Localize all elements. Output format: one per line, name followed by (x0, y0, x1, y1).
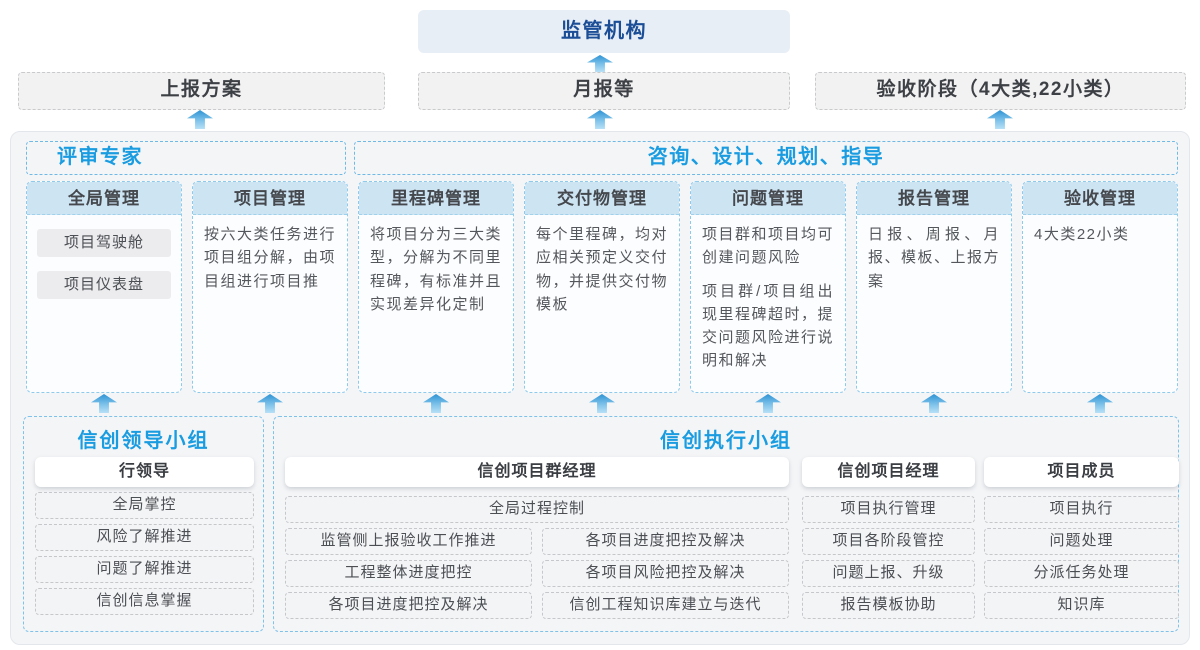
up-arrow-icon (921, 394, 947, 413)
column-issue-management: 问题管理 项目群和项目均可创建问题风险 项目群/项目组出现里程碑超时，提交问题风… (690, 181, 846, 393)
task-item: 风险了解推进 (35, 524, 254, 551)
column-header: 验收管理 (1023, 182, 1177, 215)
task-item: 项目执行 (984, 496, 1179, 523)
consulting-label: 咨询、设计、规划、指导 (354, 141, 1178, 175)
task-item: 知识库 (984, 592, 1179, 619)
task-item: 问题处理 (984, 528, 1179, 555)
column-paragraph: 项目群/项目组出现里程碑超时，提交问题风险进行说明和解决 (702, 282, 835, 370)
up-arrow-icon (587, 55, 613, 72)
task-item: 监管侧上报验收工作推进 (285, 528, 532, 555)
up-arrow-icon (187, 110, 213, 129)
column-paragraph: 项目群和项目均可创建问题风险 (702, 226, 835, 267)
role-box: 项目成员 (984, 457, 1179, 487)
role-box: 行领导 (35, 457, 254, 487)
column-report-management: 报告管理 日报、周报、月报、模板、上报方案 (856, 181, 1012, 393)
role-box: 信创项目群经理 (285, 457, 789, 487)
task-item: 信创工程知识库建立与迭代 (542, 592, 789, 619)
report-plan-box: 上报方案 (18, 72, 385, 110)
platform-panel: 评审专家 咨询、设计、规划、指导 全局管理 项目驾驶舱 项目仪表盘 项目管理 按… (10, 131, 1190, 645)
up-arrow-icon (257, 394, 283, 413)
up-arrow-icon (589, 394, 615, 413)
program-manager-task-columns: 监管侧上报验收工作推进 工程整体进度把控 各项目进度把控及解决 各项目进度把控及… (285, 528, 789, 619)
column-body: 按六大类任务进行项目组分解，由项目组进行项目推 (204, 226, 337, 290)
project-manager-group: 信创项目经理 项目执行管理 项目各阶段管控 问题上报、升级 报告模板协助 (802, 457, 975, 619)
group-title: 信创执行小组 (660, 430, 792, 452)
up-arrow-icon (587, 110, 613, 129)
column-deliverable-management: 交付物管理 每个里程碑，均对应相关预定义交付物，并提供交付物模板 (524, 181, 680, 393)
up-arrow-icon (1087, 394, 1113, 413)
teams-row: 信创领导小组 行领导 全局掌控 风险了解推进 问题了解推进 信创信息掌握 信创执… (11, 416, 1191, 632)
column-header: 交付物管理 (525, 182, 679, 215)
exec-group-box: 信创执行小组 信创项目群经理 全局过程控制 监管侧上报验收工作推进 工程整体进度… (273, 416, 1179, 632)
management-columns: 全局管理 项目驾驶舱 项目仪表盘 项目管理 按六大类任务进行项目组分解，由项目组… (26, 181, 1178, 393)
column-body: 项目群和项目均可创建问题风险 项目群/项目组出现里程碑超时，提交问题风险进行说明… (691, 215, 845, 391)
column-header: 问题管理 (691, 182, 845, 215)
task-item: 项目执行管理 (802, 496, 975, 523)
task-item: 各项目进度把控及解决 (542, 528, 789, 555)
task-item: 各项目风险把控及解决 (542, 560, 789, 587)
task-item: 问题了解推进 (35, 556, 254, 583)
task-item: 全局掌控 (35, 492, 254, 519)
task-item: 各项目进度把控及解决 (285, 592, 532, 619)
group-title: 信创领导小组 (77, 430, 210, 452)
chip: 项目驾驶舱 (37, 229, 171, 257)
chip: 项目仪表盘 (37, 271, 171, 299)
column-project-management: 项目管理 按六大类任务进行项目组分解，由项目组进行项目推 (192, 181, 348, 393)
column-header: 全局管理 (27, 182, 181, 215)
column-body: 日报、周报、月报、模板、上报方案 (868, 226, 1001, 290)
task-item: 信创信息掌握 (35, 588, 254, 615)
column-header: 里程碑管理 (359, 182, 513, 215)
leader-group-box: 信创领导小组 行领导 全局掌控 风险了解推进 问题了解推进 信创信息掌握 (23, 416, 264, 632)
role-box: 信创项目经理 (802, 457, 975, 487)
task-column: 监管侧上报验收工作推进 工程整体进度把控 各项目进度把控及解决 (285, 528, 532, 619)
project-member-group: 项目成员 项目执行 问题处理 分派任务处理 知识库 (984, 457, 1179, 619)
acceptance-stage-box: 验收阶段（4大类,22小类） (815, 72, 1186, 110)
column-header: 报告管理 (857, 182, 1011, 215)
regulator-box: 监管机构 (418, 10, 790, 53)
up-arrow-icon (755, 394, 781, 413)
column-global-management: 全局管理 项目驾驶舱 项目仪表盘 (26, 181, 182, 393)
task-item: 项目各阶段管控 (802, 528, 975, 555)
column-header: 项目管理 (193, 182, 347, 215)
column-body: 4大类22小类 (1034, 226, 1130, 243)
column-acceptance-management: 验收管理 4大类22小类 (1022, 181, 1178, 393)
program-manager-group: 信创项目群经理 全局过程控制 监管侧上报验收工作推进 工程整体进度把控 各项目进… (285, 457, 789, 619)
review-experts-label: 评审专家 (26, 141, 346, 175)
task-column: 各项目进度把控及解决 各项目风险把控及解决 信创工程知识库建立与迭代 (542, 528, 789, 619)
task-item: 分派任务处理 (984, 560, 1179, 587)
column-milestone-management: 里程碑管理 将项目分为三大类型，分解为不同里程碑，有标准并且实现差异化定制 (358, 181, 514, 393)
task-item: 全局过程控制 (285, 496, 789, 523)
column-body: 每个里程碑，均对应相关预定义交付物，并提供交付物模板 (536, 226, 669, 313)
task-item: 报告模板协助 (802, 592, 975, 619)
monthly-report-box: 月报等 (418, 72, 790, 110)
up-arrow-icon (91, 394, 117, 413)
task-item: 工程整体进度把控 (285, 560, 532, 587)
column-body: 将项目分为三大类型，分解为不同里程碑，有标准并且实现差异化定制 (370, 226, 503, 313)
up-arrow-icon (987, 110, 1013, 129)
up-arrow-icon (423, 394, 449, 413)
leader-group-content: 行领导 全局掌控 风险了解推进 问题了解推进 信创信息掌握 (35, 457, 254, 615)
task-item: 问题上报、升级 (802, 560, 975, 587)
